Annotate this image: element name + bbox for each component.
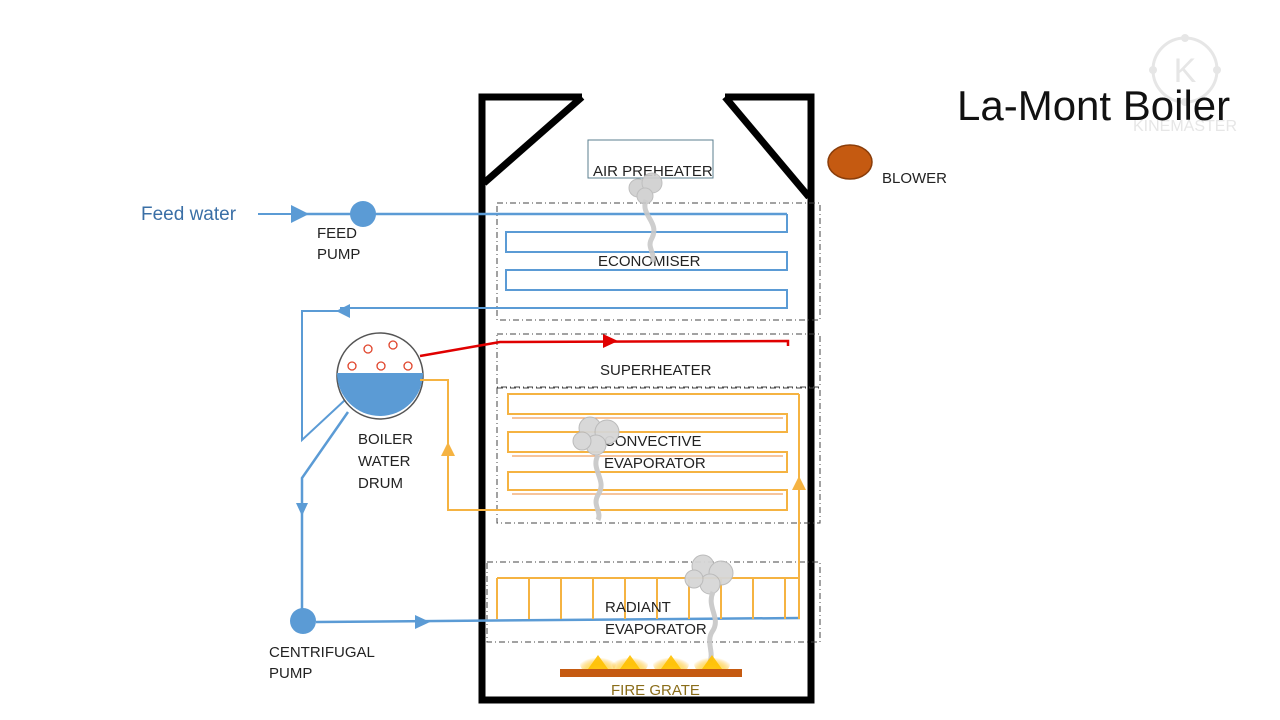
economiser-coil bbox=[340, 214, 788, 309]
boiler-drum-label-line-1: BOILER bbox=[358, 431, 413, 448]
smoke-icon bbox=[572, 416, 620, 522]
steam-bubble-icon bbox=[363, 344, 373, 354]
convective-evaporator-section bbox=[496, 387, 821, 524]
smoke-icon bbox=[628, 172, 663, 263]
radiant-evaporator-label-line-1: RADIANT bbox=[605, 599, 671, 616]
watermark: K KINEMASTER bbox=[1133, 34, 1237, 135]
economiser-return-arrow-icon bbox=[336, 304, 350, 318]
centrifugal-pump-label-line-2: PUMP bbox=[269, 665, 312, 682]
blower-label: BLOWER bbox=[882, 170, 947, 187]
centrifugal-pump-label-line-1: CENTRIFUGAL bbox=[269, 644, 375, 661]
feed-pump-icon bbox=[350, 201, 376, 227]
furnace-wall bbox=[478, 93, 815, 704]
feed-pump-label-line-2: PUMP bbox=[317, 246, 360, 263]
radiant-evaporator-tubes bbox=[496, 394, 800, 619]
feed-water-label: Feed water bbox=[141, 204, 237, 225]
economiser-coil-inner bbox=[505, 232, 788, 254]
page-title: La-Mont Boiler bbox=[957, 82, 1230, 129]
steam-bubble-icon bbox=[376, 361, 386, 371]
steam-bubble-icon bbox=[403, 361, 413, 371]
fire-grate-label: FIRE GRATE bbox=[611, 682, 700, 699]
steam-arrow-icon bbox=[603, 334, 618, 348]
drum-water-level bbox=[337, 373, 423, 416]
superheater-label: SUPERHEATER bbox=[600, 362, 712, 379]
convective-evaporator-coil-inner bbox=[512, 417, 783, 495]
pump-outlet-arrow-icon bbox=[415, 615, 430, 629]
centrifugal-pump-icon bbox=[290, 608, 316, 634]
riser-arrow-icon bbox=[792, 476, 806, 490]
feed-pump-label-line-1: FEED bbox=[317, 225, 357, 242]
economiser-label: ECONOMISER bbox=[598, 253, 701, 270]
convective-evaporator-label-line-1: CONVECTIVE bbox=[604, 433, 702, 450]
watermark-logo-letter: K bbox=[1174, 52, 1197, 90]
steam-pipe bbox=[419, 339, 790, 358]
convective-evaporator-coil bbox=[420, 379, 799, 511]
downcomer-arrow-icon bbox=[296, 503, 308, 516]
fire-grate bbox=[560, 669, 742, 677]
economiser-section bbox=[496, 202, 821, 321]
boiler-water-drum bbox=[336, 332, 424, 420]
boiler-drum-label-line-3: DRUM bbox=[358, 475, 403, 492]
downcomer-pipe bbox=[300, 411, 350, 612]
boiler-drum-label-line-2: WATER bbox=[358, 453, 411, 470]
section-boxes bbox=[486, 202, 821, 643]
air-preheater-label: AIR PREHEATER bbox=[593, 163, 713, 180]
blower-icon bbox=[827, 144, 873, 180]
watermark-text: KINEMASTER bbox=[1133, 118, 1237, 135]
steam-bubble-icon bbox=[347, 361, 357, 371]
pump-to-radiant-pipe bbox=[315, 616, 801, 624]
steam-bubble-icon bbox=[388, 340, 398, 350]
radiant-evaporator-label-line-2: EVAPORATOR bbox=[605, 621, 707, 638]
convective-evaporator-label-line-2: EVAPORATOR bbox=[604, 455, 706, 472]
superheater-section bbox=[496, 333, 821, 388]
economiser-to-drum-pipe bbox=[301, 310, 346, 443]
radiant-evaporator-section bbox=[486, 561, 821, 643]
smoke-icon bbox=[684, 554, 734, 663]
return-to-drum-arrow-icon bbox=[441, 442, 455, 456]
